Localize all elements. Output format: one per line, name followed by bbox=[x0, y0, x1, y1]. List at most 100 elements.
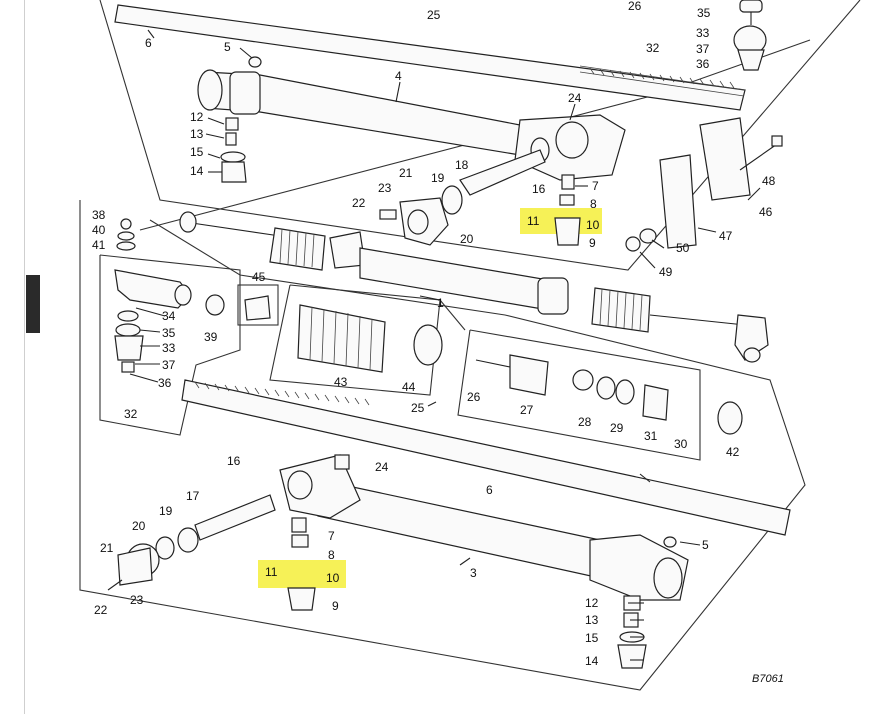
label-32-mid: 32 bbox=[124, 407, 138, 421]
main-rack-assembly-1 bbox=[179, 211, 769, 363]
label-3: 3 bbox=[470, 566, 477, 580]
label-20-low: 20 bbox=[132, 519, 146, 533]
label-35-top: 35 bbox=[697, 6, 711, 20]
label-5-top: 5 bbox=[224, 40, 231, 54]
label-15-top: 15 bbox=[190, 145, 204, 159]
label-14-top: 14 bbox=[190, 164, 204, 178]
bellows-frame bbox=[269, 284, 441, 396]
label-6-top: 6 bbox=[145, 36, 152, 50]
label-39: 39 bbox=[204, 330, 218, 344]
label-12-top: 12 bbox=[190, 110, 204, 124]
top-frame bbox=[99, 0, 861, 271]
drawing-reference: B7061 bbox=[752, 673, 784, 685]
rack-housing-4 bbox=[197, 69, 626, 181]
label-11-top: 11 bbox=[527, 214, 540, 228]
label-41: 41 bbox=[92, 238, 106, 252]
label-4: 4 bbox=[395, 69, 402, 83]
label-25-top: 25 bbox=[427, 8, 441, 22]
label-45: 45 bbox=[252, 270, 266, 284]
label-24-low: 24 bbox=[375, 460, 389, 474]
label-31: 31 bbox=[644, 429, 658, 443]
label-29: 29 bbox=[610, 421, 624, 435]
label-17: 17 bbox=[186, 489, 200, 503]
label-12-low: 12 bbox=[585, 596, 599, 610]
label-22-top: 22 bbox=[352, 196, 366, 210]
label-8-top: 8 bbox=[590, 197, 597, 211]
clamp-block bbox=[625, 117, 783, 252]
scan-edge-marker bbox=[26, 275, 40, 333]
label-26-mid: 26 bbox=[467, 390, 481, 404]
rack-housing-3 bbox=[279, 454, 689, 601]
label-16-low: 16 bbox=[227, 454, 241, 468]
left-small-parts bbox=[114, 218, 271, 373]
label-13-top: 13 bbox=[190, 127, 204, 141]
label-11-low: 11 bbox=[265, 565, 278, 579]
label-5-low: 5 bbox=[702, 538, 709, 552]
page-edge-line bbox=[24, 0, 25, 714]
label-43: 43 bbox=[334, 375, 348, 389]
label-6-low: 6 bbox=[486, 483, 493, 497]
label-20-top: 20 bbox=[460, 232, 474, 246]
label-33-mid: 33 bbox=[162, 341, 176, 355]
label-9-top: 9 bbox=[589, 236, 596, 250]
label-1: 1 bbox=[437, 296, 444, 310]
label-28: 28 bbox=[578, 415, 592, 429]
highlight-lower bbox=[258, 560, 346, 588]
top-rack-6 bbox=[114, 4, 746, 111]
label-16-top: 16 bbox=[532, 182, 546, 196]
label-26-top: 26 bbox=[628, 0, 642, 13]
label-21-top: 21 bbox=[399, 166, 413, 180]
bellows-divider bbox=[439, 299, 466, 331]
lower-pinion-parts bbox=[107, 494, 677, 669]
leader-lines bbox=[129, 29, 761, 661]
label-7-top: 7 bbox=[592, 179, 599, 193]
label-33-top: 33 bbox=[696, 26, 710, 40]
label-21-low: 21 bbox=[100, 541, 114, 555]
label-30: 30 bbox=[674, 437, 688, 451]
label-49: 49 bbox=[659, 265, 673, 279]
label-50: 50 bbox=[676, 241, 690, 255]
label-37-mid: 37 bbox=[162, 358, 176, 372]
label-48: 48 bbox=[762, 174, 776, 188]
label-22-low: 22 bbox=[94, 603, 108, 617]
upper-small-parts bbox=[220, 56, 581, 246]
label-18-top: 18 bbox=[455, 158, 469, 172]
label-10-top: 10 bbox=[586, 218, 600, 232]
label-44: 44 bbox=[402, 380, 416, 394]
label-24-top: 24 bbox=[568, 91, 582, 105]
lower-rack-25 bbox=[181, 379, 791, 536]
label-27: 27 bbox=[520, 403, 534, 417]
label-23-low: 23 bbox=[130, 593, 144, 607]
label-37-top: 37 bbox=[696, 42, 710, 56]
label-32-top: 32 bbox=[646, 41, 660, 55]
label-7-low: 7 bbox=[328, 529, 335, 543]
upper-tie-rod-end bbox=[733, 0, 767, 71]
label-19-low: 19 bbox=[159, 504, 173, 518]
label-14-low: 14 bbox=[585, 654, 599, 668]
bellows-43 bbox=[297, 304, 443, 373]
label-36-top: 36 bbox=[696, 57, 710, 71]
label-42: 42 bbox=[726, 445, 740, 459]
label-34: 34 bbox=[162, 309, 176, 323]
label-40: 40 bbox=[92, 223, 106, 237]
label-38: 38 bbox=[92, 208, 106, 222]
label-15-low: 15 bbox=[585, 631, 599, 645]
tie-rod-end-frame bbox=[99, 254, 241, 436]
main-frame bbox=[79, 200, 806, 691]
label-35-mid: 35 bbox=[162, 326, 176, 340]
pinion-parts bbox=[475, 354, 743, 435]
label-9-low: 9 bbox=[332, 599, 339, 613]
label-47: 47 bbox=[719, 229, 733, 243]
label-13-low: 13 bbox=[585, 613, 599, 627]
label-10-low: 10 bbox=[326, 571, 340, 585]
pinion-inner-frame bbox=[457, 329, 701, 461]
label-23-top: 23 bbox=[378, 181, 392, 195]
label-25-mid: 25 bbox=[411, 401, 425, 415]
clip-frame bbox=[237, 284, 279, 326]
label-36-mid: 36 bbox=[158, 376, 172, 390]
label-8-low: 8 bbox=[328, 548, 335, 562]
label-19-top: 19 bbox=[431, 171, 445, 185]
label-46: 46 bbox=[759, 205, 773, 219]
